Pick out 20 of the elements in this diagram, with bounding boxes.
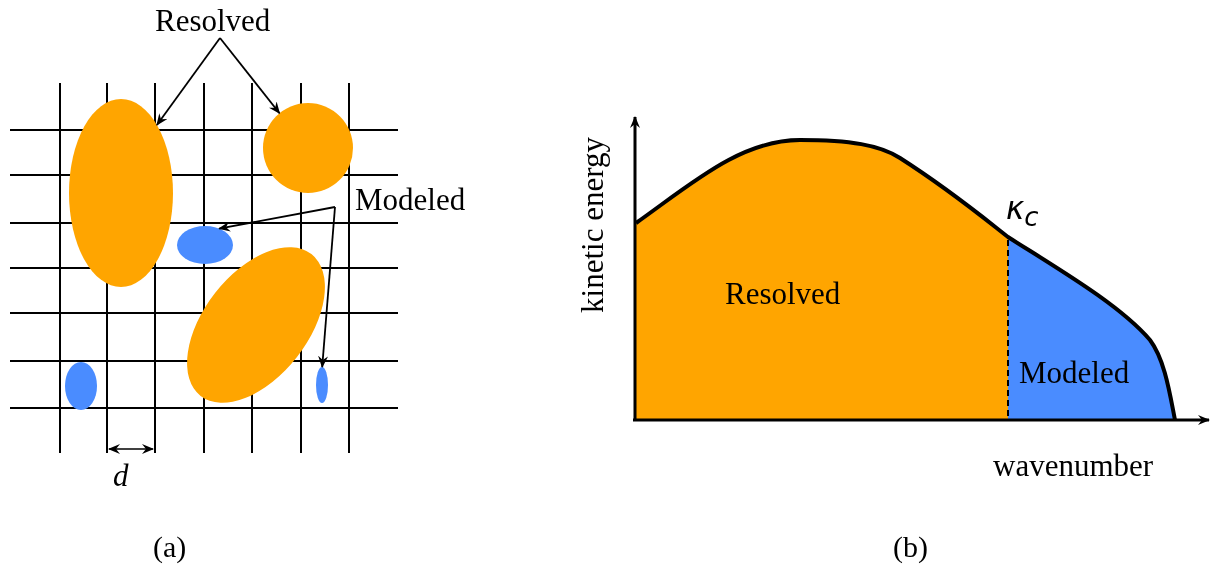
panel-label: (b): [893, 532, 928, 562]
region-label: Resolved: [725, 278, 841, 309]
axis-title: kinetic energy: [576, 137, 608, 313]
callout-text: Modeled: [355, 184, 466, 215]
cutoff-label: κ$_{c}$: [1006, 193, 1039, 231]
callout-text: Resolved: [155, 5, 271, 36]
leader-line: [156, 37, 221, 126]
leader-line: [218, 206, 336, 232]
eddy-ellipse: [187, 247, 325, 403]
eddy-ellipse: [65, 362, 97, 410]
eddy-circle: [263, 103, 353, 193]
leader-line: [219, 37, 281, 115]
eddy-ellipse: [177, 226, 233, 264]
leader-line: [318, 206, 336, 368]
eddy-ellipse: [69, 99, 173, 287]
panel-label: (a): [153, 532, 187, 562]
region-label: Modeled: [1019, 357, 1130, 388]
dimension-label: d: [113, 460, 129, 491]
axis-title: wavenumber: [993, 450, 1154, 481]
eddy-ellipse: [316, 367, 328, 403]
